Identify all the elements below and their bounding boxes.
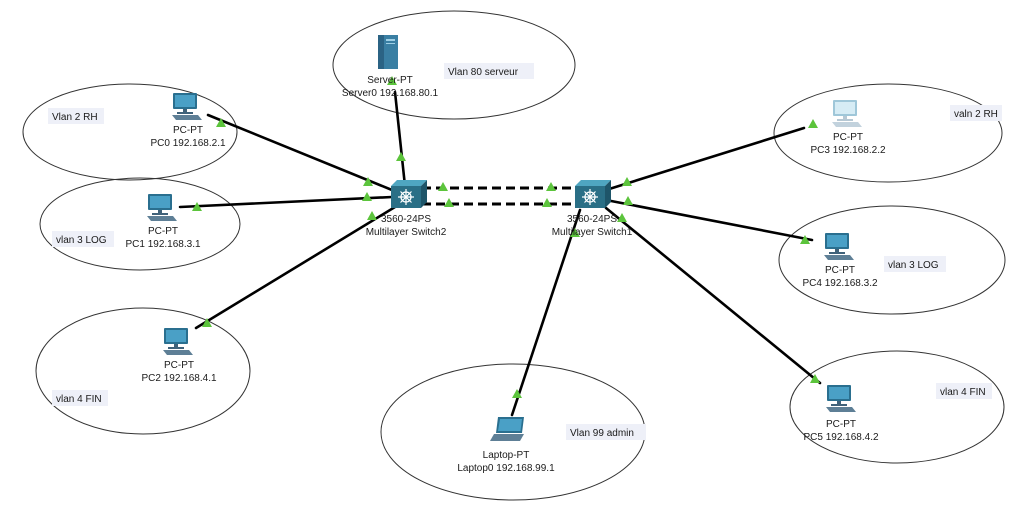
link-laptop0-sw1[interactable]	[510, 208, 582, 417]
pc-icon[interactable]	[832, 100, 862, 127]
link-up-indicator	[387, 76, 397, 85]
link-up-indicator	[362, 192, 372, 201]
link-up-indicator	[396, 152, 406, 161]
device-name-label: PC1 192.168.3.1	[125, 239, 200, 250]
device-type-label: Server-PT	[367, 75, 413, 86]
device-multilayer-switch1[interactable]: 3560-24PS Multilayer Switch1	[552, 179, 633, 238]
device-name-label: Multilayer Switch1	[552, 227, 633, 238]
link-up-indicator	[512, 389, 522, 398]
link-pc0-sw2[interactable]	[206, 113, 394, 192]
device-pc1[interactable]: PC-PT PC1 192.168.3.1	[125, 194, 201, 250]
device-name-label: PC3 192.168.2.2	[810, 145, 885, 156]
pc-icon[interactable]	[147, 194, 177, 221]
zone-vlan2-rh-left: Vlan 2 RH	[22, 83, 238, 181]
zone-vlan2-rh-right: valn 2 RH	[773, 83, 1003, 183]
device-type-label: PC-PT	[148, 226, 178, 237]
link-up-indicator	[810, 374, 820, 383]
link-up-indicator	[216, 118, 226, 127]
link-up-indicator	[367, 211, 377, 220]
device-type-label: PC-PT	[826, 419, 856, 430]
zone-label: valn 2 RH	[954, 109, 998, 120]
zone-label: vlan 4 FIN	[940, 387, 986, 398]
zone-vlan80-serveur: Vlan 80 serveur	[332, 10, 576, 120]
device-pc0[interactable]: PC-PT PC0 192.168.2.1	[150, 93, 226, 149]
link-up-indicator	[570, 228, 580, 237]
link-pc4-sw1[interactable]	[604, 198, 814, 242]
link-up-indicator	[808, 119, 818, 128]
device-type-label: PC-PT	[173, 125, 203, 136]
device-name-label: Laptop0 192.168.99.1	[457, 463, 555, 474]
link-up-indicator	[444, 198, 454, 207]
link-pc5-sw1[interactable]	[604, 206, 822, 385]
device-name-label: PC5 192.168.4.2	[803, 432, 878, 443]
pc-icon[interactable]	[824, 233, 854, 260]
zone-label: vlan 3 LOG	[56, 235, 107, 246]
pc-icon[interactable]	[163, 328, 193, 355]
link-pc3-sw1[interactable]	[604, 126, 806, 192]
device-pc5[interactable]: PC-PT PC5 192.168.4.2	[803, 385, 879, 443]
laptop-icon[interactable]	[490, 417, 524, 441]
link-up-indicator	[438, 182, 448, 191]
link-server0-sw2[interactable]	[393, 90, 407, 188]
link-pc2-sw2[interactable]	[194, 205, 397, 330]
link-up-indicator	[546, 182, 556, 191]
device-pc2[interactable]: PC-PT PC2 192.168.4.1	[141, 328, 217, 384]
link-up-indicator	[622, 177, 632, 186]
zone-vlan99-admin: Vlan 99 admin	[380, 363, 646, 501]
zone-vlan4-fin-left: vlan 4 FIN	[35, 307, 251, 435]
link-up-indicator	[617, 213, 627, 222]
link-up-indicator	[363, 177, 373, 186]
zone-label: Vlan 99 admin	[570, 428, 634, 439]
device-type-label: 3560-24PS	[381, 214, 431, 225]
link-up-indicator	[542, 198, 552, 207]
zone-vlan3-log-right: vlan 3 LOG	[778, 205, 1006, 315]
pc-icon[interactable]	[172, 93, 202, 120]
link-pc1-sw2[interactable]	[178, 195, 394, 209]
device-multilayer-switch2[interactable]: 3560-24PS Multilayer Switch2	[366, 179, 447, 238]
zone-label: Vlan 2 RH	[52, 112, 98, 123]
device-pc3[interactable]: PC-PT PC3 192.168.2.2	[810, 100, 886, 156]
device-name-label: PC2 192.168.4.1	[141, 373, 216, 384]
device-type-label: PC-PT	[164, 360, 194, 371]
vlan-zones: Vlan 2 RH vlan 3 LOG vlan 4 FIN Vlan 80 …	[22, 10, 1006, 501]
link-up-indicator	[623, 196, 633, 205]
device-name-label: Multilayer Switch2	[366, 227, 447, 238]
device-type-label: 3560-24PS	[567, 214, 617, 225]
link-indicators	[192, 76, 820, 398]
device-name-label: Server0 192.168.80.1	[342, 88, 439, 99]
device-pc4[interactable]: PC-PT PC4 192.168.3.2	[802, 233, 878, 289]
zone-vlan4-fin-right: vlan 4 FIN	[789, 350, 1005, 464]
multilayer-switch-icon[interactable]	[390, 179, 428, 209]
zone-label: Vlan 80 serveur	[448, 67, 519, 78]
multilayer-switch-icon[interactable]	[574, 179, 612, 209]
device-laptop0[interactable]: Laptop-PT Laptop0 192.168.99.1	[457, 417, 555, 474]
zone-label: vlan 4 FIN	[56, 394, 102, 405]
device-name-label: PC4 192.168.3.2	[802, 278, 877, 289]
zone-vlan3-log-left: vlan 3 LOG	[39, 177, 241, 271]
link-up-indicator	[192, 202, 202, 211]
pc-icon[interactable]	[826, 385, 856, 412]
device-server0[interactable]: Server-PT Server0 192.168.80.1	[342, 35, 439, 99]
link-up-indicator	[202, 318, 212, 327]
links	[178, 90, 822, 417]
server-icon[interactable]	[378, 35, 398, 69]
device-type-label: PC-PT	[825, 265, 855, 276]
devices: Server-PT Server0 192.168.80.1 PC-PT PC0…	[125, 35, 886, 474]
device-type-label: PC-PT	[833, 132, 863, 143]
zone-label: vlan 3 LOG	[888, 260, 939, 271]
device-type-label: Laptop-PT	[483, 450, 530, 461]
device-name-label: PC0 192.168.2.1	[150, 138, 225, 149]
link-up-indicator	[800, 235, 810, 244]
